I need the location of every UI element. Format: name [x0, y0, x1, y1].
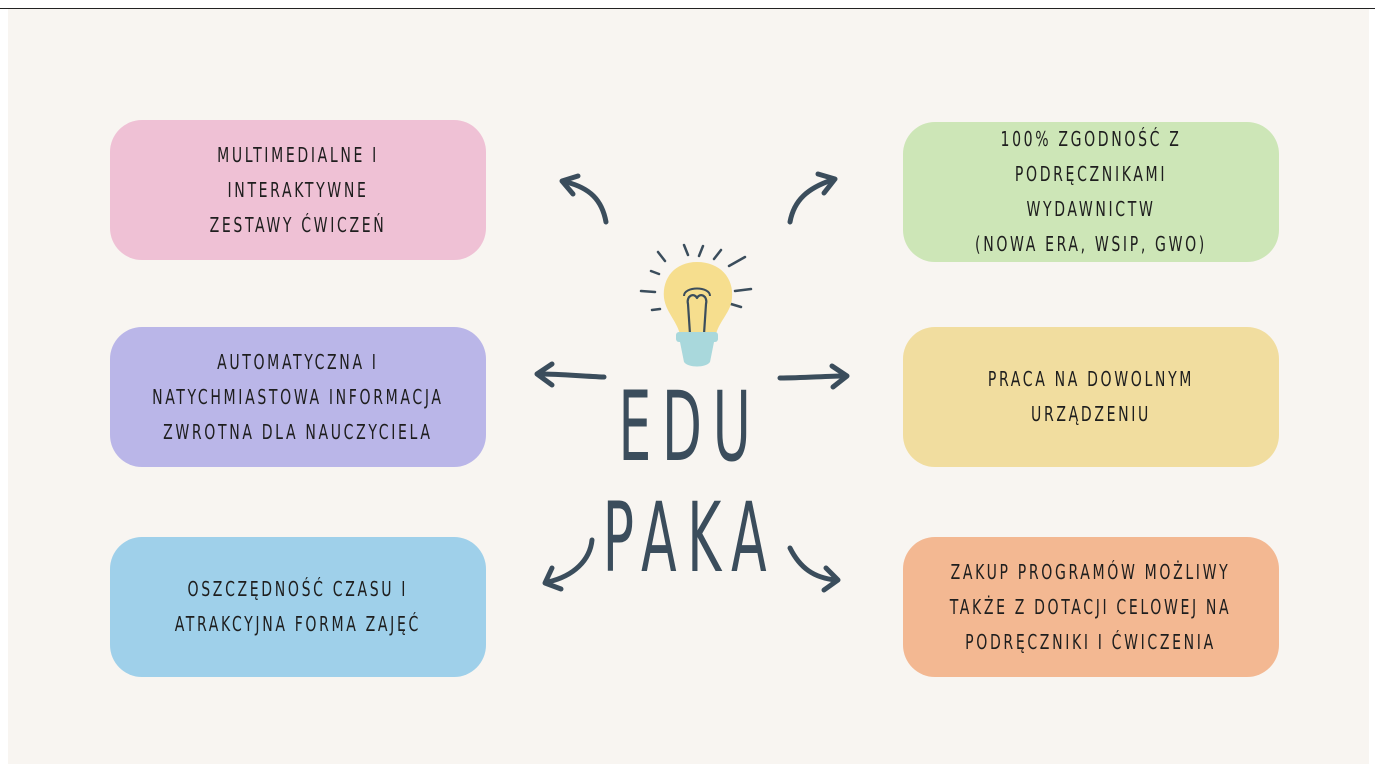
feature-box-funding: ZAKUP PROGRAMÓW MOŻLIWY TAKŻE Z DOTACJI … — [903, 537, 1279, 677]
arrow-icon — [559, 173, 609, 225]
arrow-icon — [534, 361, 607, 388]
arrow-icon — [787, 545, 841, 593]
arrow-icon — [787, 171, 838, 225]
feature-text-textbook-compatibility: 100% ZGODNOŚĆ Z PODRĘCZNIKAMI WYDAWNICTW… — [975, 127, 1207, 256]
top-border — [0, 0, 1375, 9]
title-line-edu: EDU — [618, 371, 762, 483]
feature-box-textbook-compatibility: 100% ZGODNOŚĆ Z PODRĘCZNIKAMI WYDAWNICTW… — [903, 122, 1279, 262]
feature-box-multimedia: MULTIMEDIALNE I INTERAKTYWNE ZESTAWY ĆWI… — [110, 120, 486, 260]
feature-text-any-device: PRACA NA DOWOLNYM URZĄDZENIU — [987, 367, 1195, 426]
title-line-paka: PAKA — [602, 482, 778, 594]
feature-text-multimedia: MULTIMEDIALNE I INTERAKTYWNE ZESTAWY ĆWI… — [209, 142, 387, 237]
lightbulb-icon — [639, 243, 753, 367]
feature-text-feedback: AUTOMATYCZNA I NATYCHMIASTOWA INFORMACJA… — [152, 349, 444, 444]
feature-box-time-saving: OSZCZĘDNOŚĆ CZASU I ATRAKCYJNA FORMA ZAJ… — [110, 537, 486, 677]
feature-box-any-device: PRACA NA DOWOLNYM URZĄDZENIU — [903, 327, 1279, 467]
feature-text-funding: ZAKUP PROGRAMÓW MOŻLIWY TAKŻE Z DOTACJI … — [950, 559, 1232, 654]
arrow-icon — [542, 537, 595, 592]
arrow-icon — [777, 363, 850, 390]
feature-text-time-saving: OSZCZĘDNOŚĆ CZASU I ATRAKCYJNA FORMA ZAJ… — [174, 577, 422, 636]
feature-box-feedback: AUTOMATYCZNA I NATYCHMIASTOWA INFORMACJA… — [110, 327, 486, 467]
